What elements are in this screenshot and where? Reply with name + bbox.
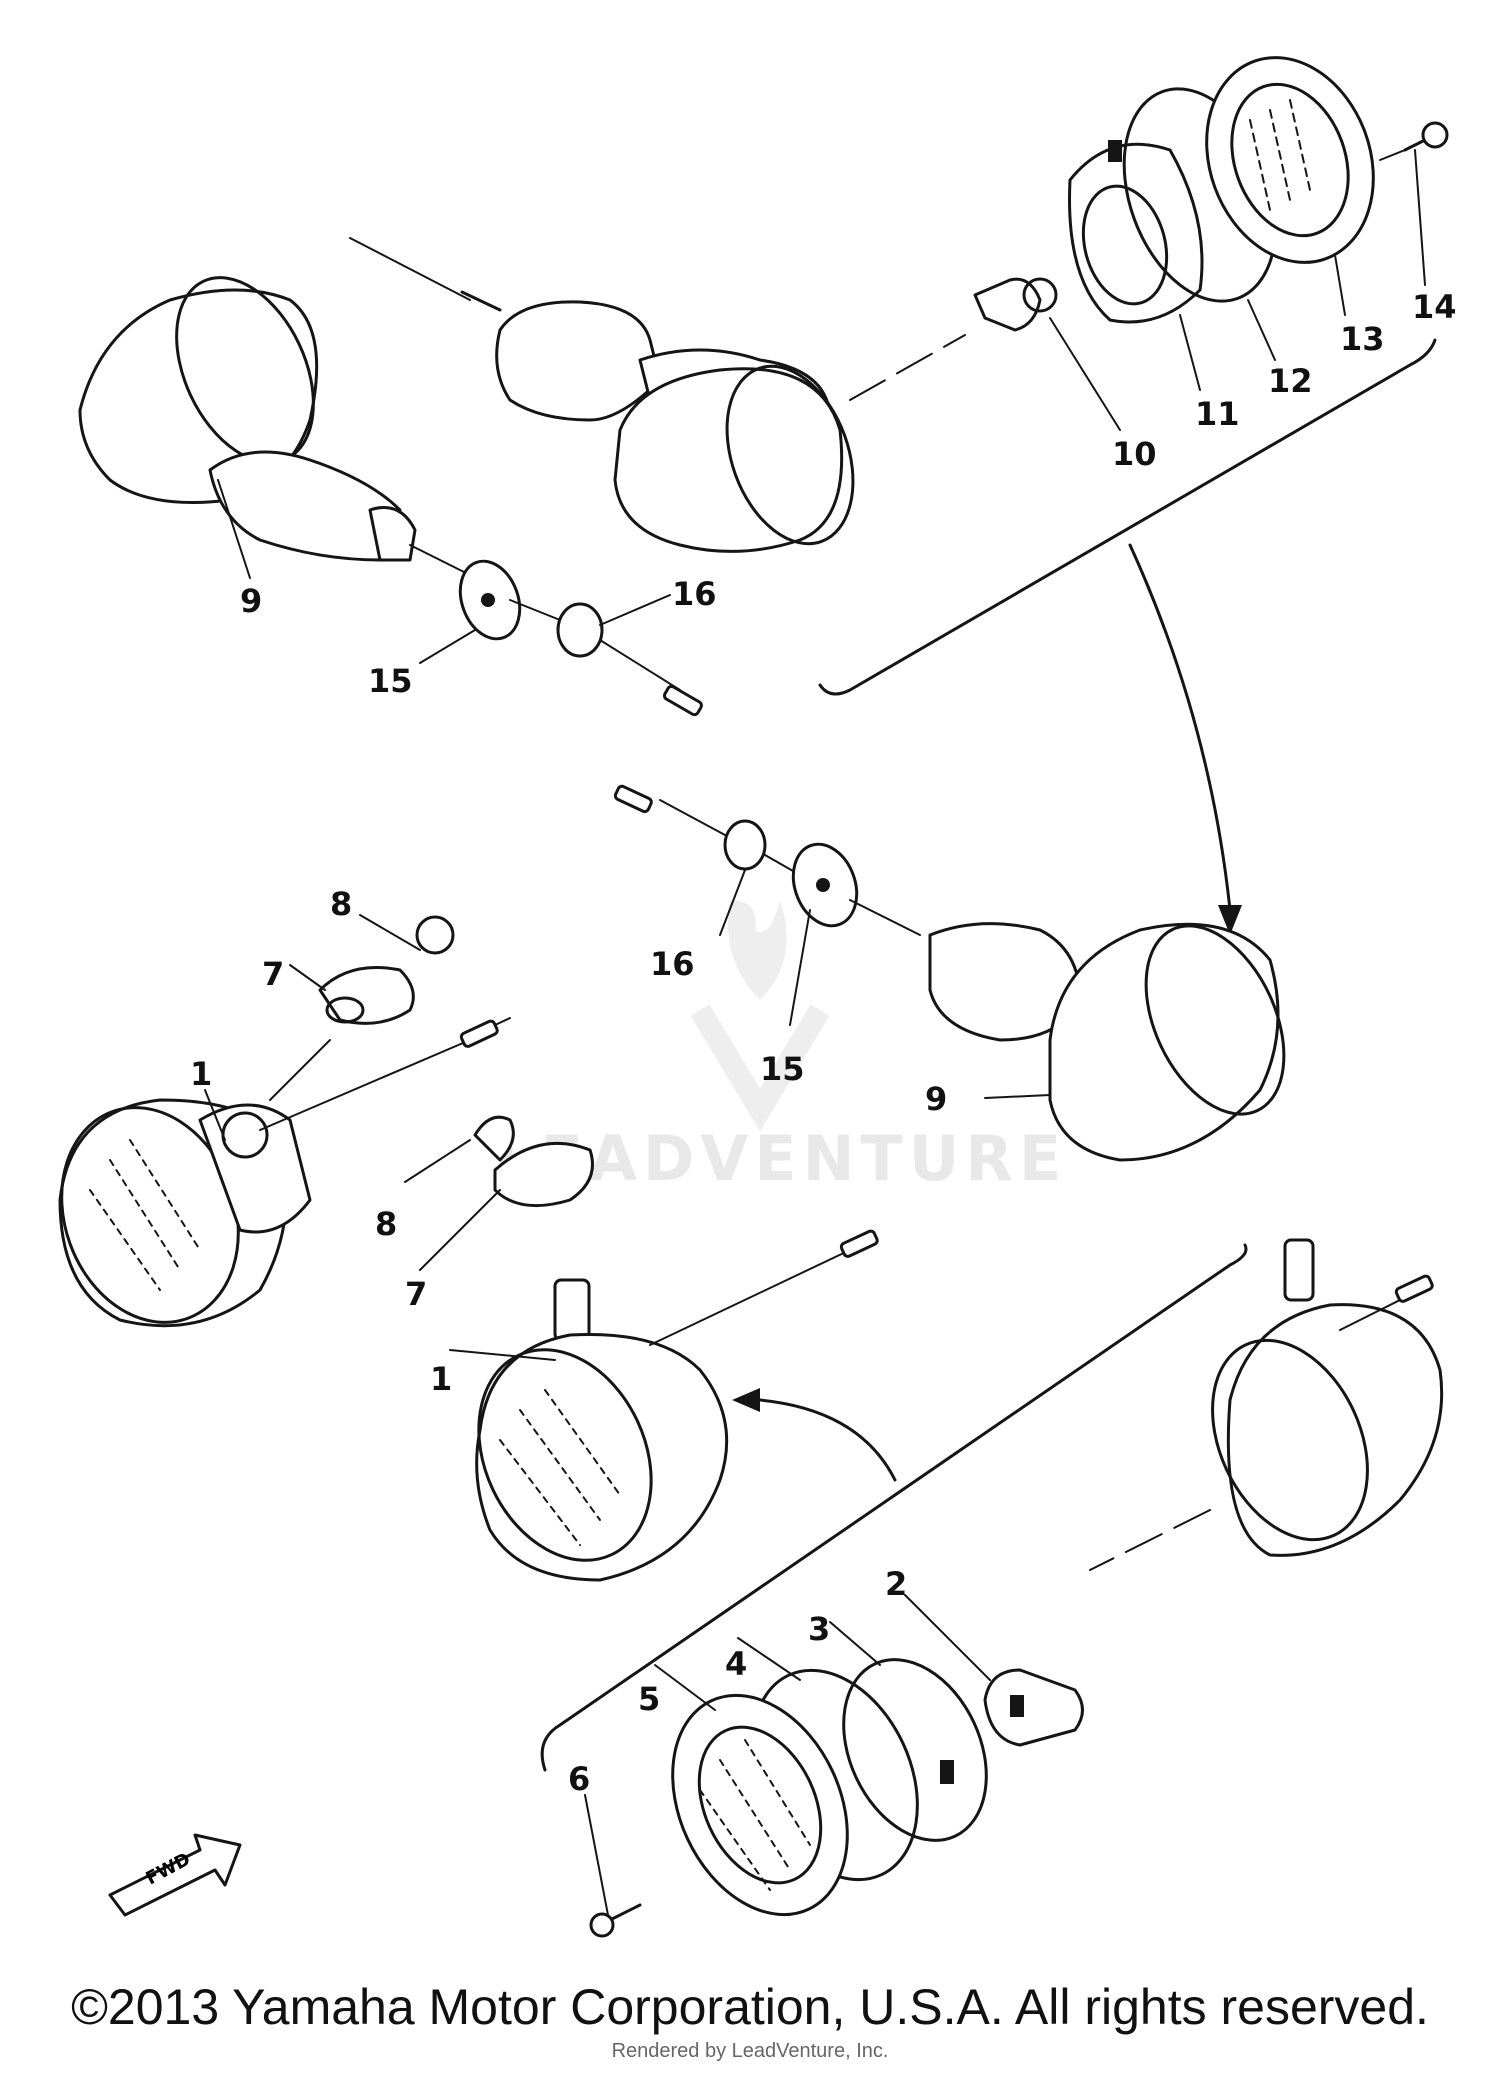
callout-1-center: 1: [430, 1360, 452, 1398]
left-front-turn-signal-assembly: [58, 915, 511, 1328]
callout-8-left: 8: [330, 885, 352, 923]
upper-right-turn-signal-assembly: [349, 56, 1449, 935]
callout-11: 11: [1195, 395, 1240, 433]
callout-6: 6: [568, 1760, 590, 1798]
callout-7-center: 7: [405, 1275, 427, 1313]
exploded-front-signal-parts: [589, 1238, 1444, 1938]
callout-1-left: 1: [190, 1055, 212, 1093]
callout-4: 4: [725, 1645, 747, 1683]
callout-5: 5: [638, 1680, 660, 1718]
upper-left-turn-signal-assembly: [78, 276, 703, 717]
callout-numbers: 10 11 12 13 14 9 15 16 16 15 9 8 7 1 8 7…: [190, 288, 1457, 1798]
callout-10: 10: [1112, 435, 1157, 473]
center-front-turn-signal-assembly: [473, 1115, 1248, 1772]
callout-14: 14: [1412, 288, 1457, 326]
callout-leaders: [204, 149, 1426, 1916]
callout-15-upper: 15: [368, 662, 413, 700]
callout-3: 3: [808, 1610, 830, 1648]
callout-9-middle: 9: [925, 1080, 947, 1118]
callout-13: 13: [1340, 320, 1385, 358]
callout-2: 2: [885, 1565, 907, 1603]
callout-15-middle: 15: [760, 1050, 805, 1088]
callout-16-middle: 16: [650, 945, 695, 983]
callout-12: 12: [1268, 362, 1313, 400]
callout-9-upper-left: 9: [240, 582, 262, 620]
callout-8-center: 8: [375, 1205, 397, 1243]
callout-7-left: 7: [262, 955, 284, 993]
exploded-parts-diagram: LEADVENTURE: [58, 56, 1457, 1938]
middle-right-turn-signal-assembly: [613, 784, 1286, 1162]
copyright-notice: ©2013 Yamaha Motor Corporation, U.S.A. A…: [71, 1979, 1429, 2035]
callout-16-upper: 16: [672, 575, 717, 613]
forward-direction-indicator: FWD: [108, 1833, 242, 1917]
rendered-by-credit: Rendered by LeadVenture, Inc.: [611, 2040, 889, 2062]
